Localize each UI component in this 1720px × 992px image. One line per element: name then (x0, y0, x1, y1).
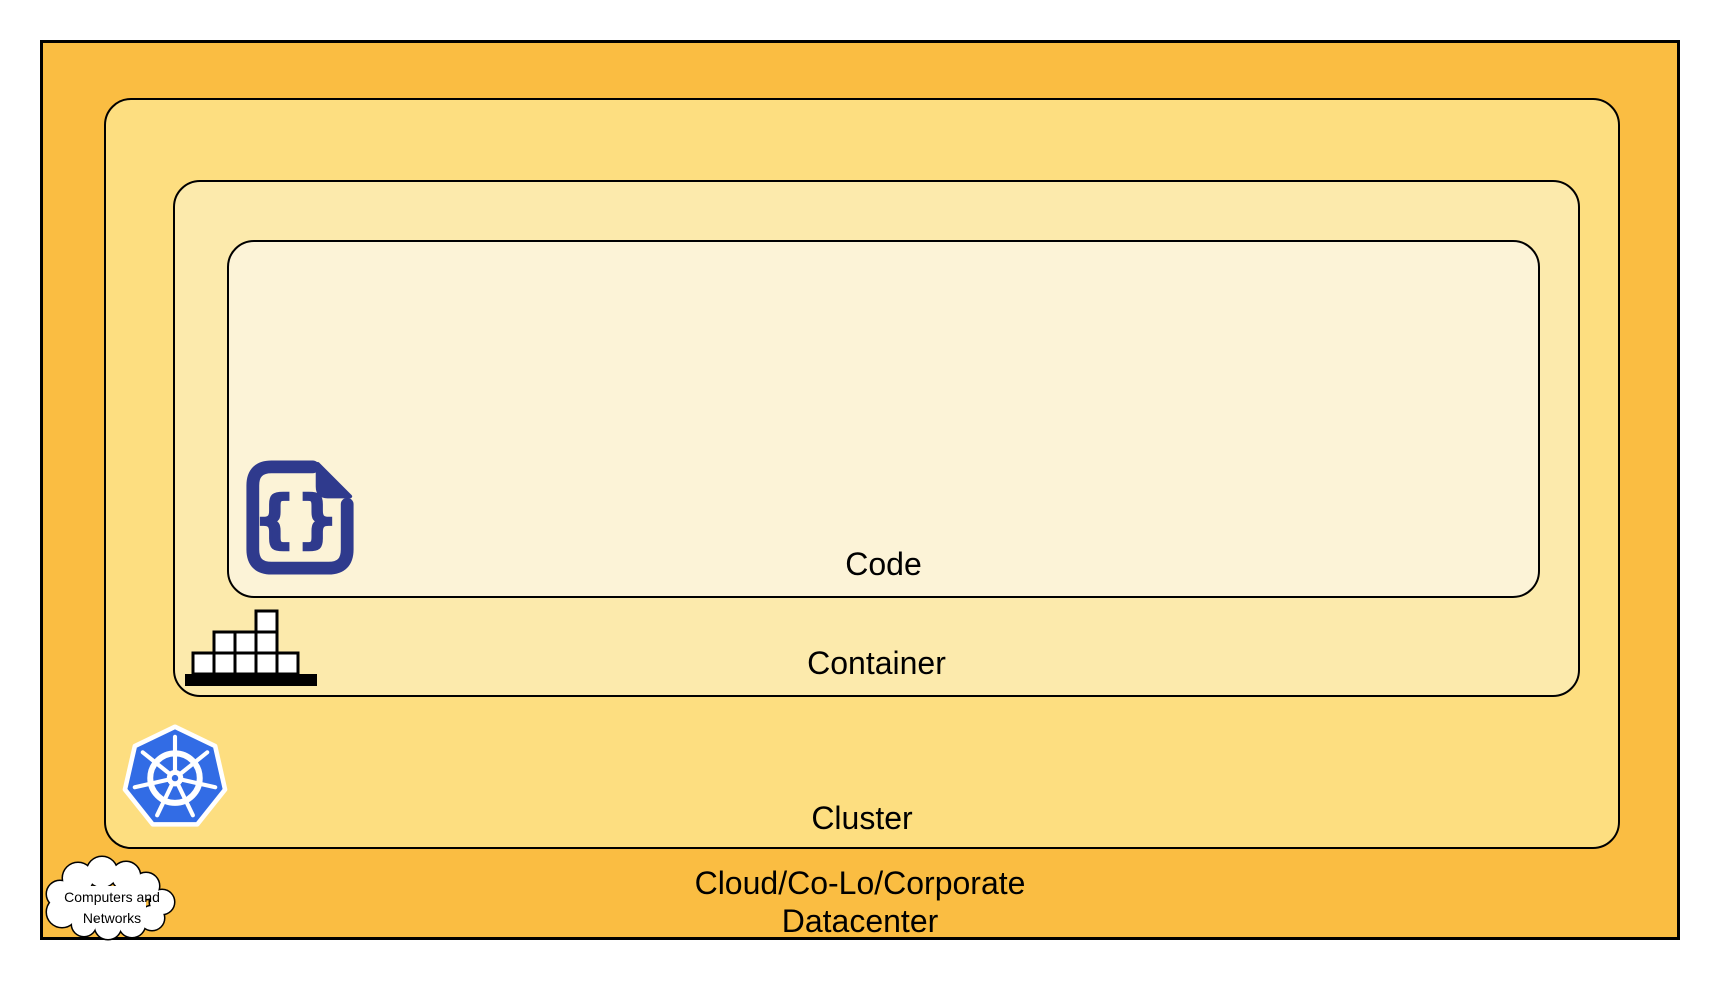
code-layer-box (227, 240, 1540, 598)
datacenter-label-line2: Datacenter (781, 903, 939, 939)
cloud-label-line2: Networks (83, 910, 141, 926)
datacenter-label-line1: Cloud/Co-Lo/Corporate (694, 865, 1026, 901)
code-label: Code (845, 546, 922, 582)
cloud-label-line1: Computers and (64, 889, 160, 905)
code-braces-glyph: {} (256, 484, 341, 555)
cloud-outline (45, 855, 176, 941)
kubernetes-wheel (132, 734, 218, 818)
datacenter-label: Cloud/Co-Lo/Corporate Datacenter (40, 864, 1680, 940)
container-blocks-icon (185, 608, 317, 686)
kubernetes-icon (120, 723, 230, 835)
cluster-label: Cluster (811, 800, 913, 836)
cloud-icon: Computers and Networks (38, 852, 186, 944)
container-label: Container (807, 645, 946, 681)
code-file-icon: {} (242, 458, 358, 578)
